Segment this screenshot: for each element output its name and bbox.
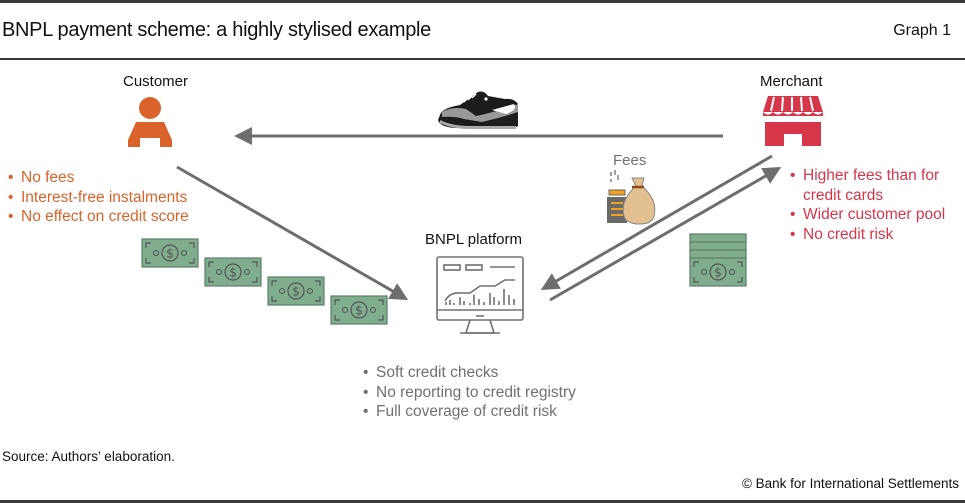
merchant-benefit: Wider customer pool — [790, 205, 965, 225]
customer-benefit: No effect on credit score — [8, 207, 189, 227]
money-bag-coins-icon — [607, 170, 656, 225]
platform-feature: Full coverage of credit risk — [363, 402, 576, 422]
banknote-stack-icon — [689, 233, 747, 287]
fees-arrow — [540, 154, 773, 291]
graph-number: Graph 1 — [893, 22, 951, 39]
monitor-chart-icon — [436, 256, 524, 334]
banknote-icon — [141, 238, 199, 268]
platform-feature: No reporting to credit registry — [363, 383, 576, 403]
merchant-benefit: Higher fees than for credit cards — [790, 166, 965, 205]
top-rule — [0, 0, 965, 3]
instalments-arrow — [176, 165, 409, 300]
banknote-icon — [330, 295, 388, 325]
title-rule — [0, 58, 965, 60]
person-icon — [128, 97, 172, 147]
store-icon — [763, 96, 823, 146]
customer-benefits-list: No fees Interest-free instalments No eff… — [8, 168, 189, 227]
platform-feature: Soft credit checks — [363, 363, 576, 383]
merchant-label: Merchant — [760, 73, 823, 90]
fees-label: Fees — [613, 152, 647, 169]
customer-benefit: Interest-free instalments — [8, 188, 189, 208]
banknote-icon — [204, 257, 262, 287]
customer-label: Customer — [123, 73, 189, 90]
sneaker-icon — [438, 91, 518, 129]
payment-arrow — [549, 167, 782, 302]
merchant-benefit: No credit risk — [790, 225, 965, 245]
merchant-benefits-list: Higher fees than for credit cards Wider … — [790, 166, 965, 244]
platform-features-list: Soft credit checks No reporting to credi… — [363, 363, 576, 422]
bottom-rule — [0, 500, 965, 503]
page-title: BNPL payment scheme: a highly stylised e… — [2, 19, 432, 41]
copyright-note: © Bank for International Settlements — [741, 476, 959, 491]
customer-benefit: No fees — [8, 168, 189, 188]
platform-label: BNPL platform — [425, 231, 522, 248]
source-note: Source: Authors’ elaboration. — [2, 449, 175, 464]
banknote-icon — [267, 276, 325, 306]
